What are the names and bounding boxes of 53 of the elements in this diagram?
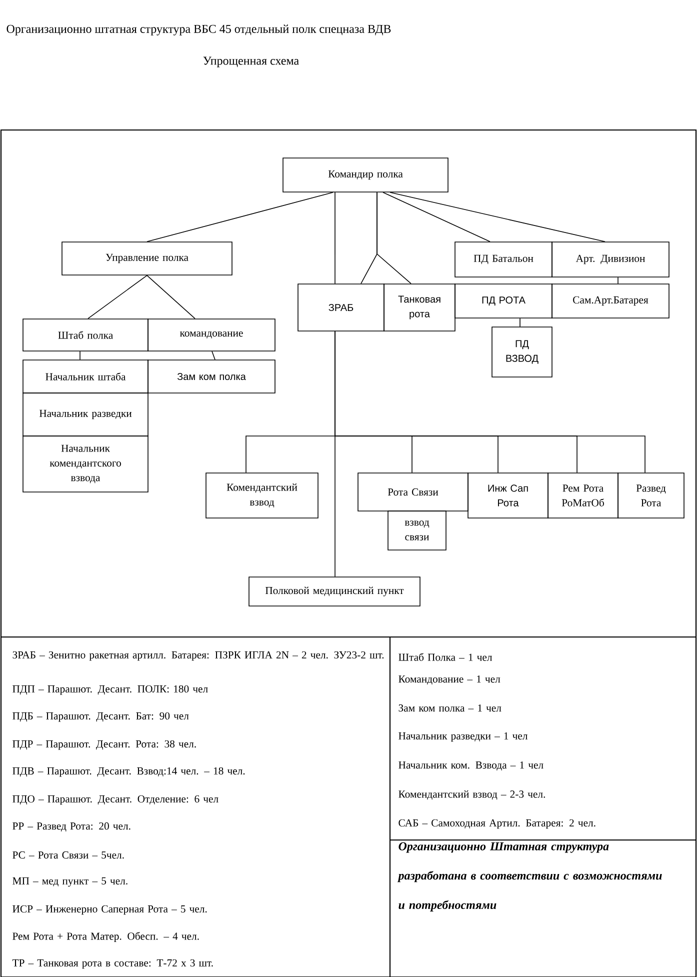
org-box: Развед Рота	[618, 472, 684, 518]
legend-note: Начальник ком. Взвода – 1 чел	[398, 761, 544, 771]
legend-note: ТР – Танковая рота в составе: Т-72 x 3 шт.	[12, 959, 213, 969]
legend-note: Командование – 1 чел	[398, 675, 500, 685]
org-box: Командир полка	[282, 158, 448, 192]
legend-note: ПДБ – Парашют. Десант. Бат: 90 чел	[12, 712, 189, 722]
connector-line	[146, 275, 196, 319]
legend-note: Штаб Полка – 1 чел	[398, 653, 492, 661]
org-box: Начальник разведки	[22, 392, 148, 436]
connector-line	[146, 192, 334, 242]
connector-line	[390, 192, 606, 242]
org-box: Рем Рота РоМатОб	[548, 472, 618, 518]
legend-note: МП – мед пункт – 5 чел.	[12, 877, 128, 887]
connector-line	[382, 192, 490, 242]
org-box: ЗРАБ	[298, 284, 384, 332]
org-box: Начальник комендантского взвода	[22, 436, 148, 492]
legend-note: ПДО – Парашют. Десант. Отделение: 6 чел	[12, 795, 218, 805]
legend-note: РС – Рота Связи – 5чел.	[12, 851, 124, 859]
connector-line	[334, 331, 336, 577]
title: Организационно штатная структура ВБС 45 отдельный полк спецназа ВДВ	[6, 24, 391, 36]
org-box: Полковой медицинский пункт	[248, 576, 420, 606]
org-box: взвод связи	[388, 510, 446, 550]
legend-note: ЗРАБ – Зенитно ракетная артилл. Батарея: ПЗРК ИГЛА 2N – 2 чел. ЗУ23-2 шт.	[12, 651, 384, 661]
legend-note: ПДР – Парашют. Десант. Рота: 38 чел.	[12, 740, 196, 750]
legend-note: САБ – Самоходная Артил. Батарея: 2 чел.	[398, 819, 596, 829]
org-box: Инж Сап Рота	[468, 472, 548, 518]
legend-note: Зам ком полка – 1 чел	[398, 704, 502, 712]
org-box: командование	[148, 318, 276, 352]
connector-line	[334, 192, 336, 284]
connector-line	[376, 192, 412, 284]
org-box: Рота Связи	[358, 472, 468, 512]
note: Организационно Штатная структура разработана в соответствии с возможностями и потребностями	[397, 842, 662, 912]
org-box: Управление полка	[62, 242, 232, 276]
org-box: Танковая рота	[384, 284, 456, 332]
legend-note: Комендантский взвод – 2-3 чел.	[398, 790, 545, 800]
org-box: ПД Батальон	[454, 242, 552, 278]
org-box: Штаб полка	[22, 318, 148, 352]
org-box: Комендантский взвод	[206, 472, 318, 518]
legend-note: ПДВ – Парашют. Десант. Взвод:14 чел. – 18 чел.	[12, 767, 245, 777]
subtitle: Упрощенная схема	[203, 56, 299, 68]
org-box: Зам ком полка	[148, 360, 276, 394]
org-box: Сам.Арт.Батарея	[552, 284, 670, 318]
connector-line	[212, 351, 216, 360]
connector-line	[88, 275, 148, 319]
legend-note: ПДП – Парашют. Десант. ПОЛК: 180 чел	[12, 685, 208, 695]
legend-note: Рем Рота + Рота Матер. Обесп. – 4 чел.	[12, 932, 199, 942]
legend-note: Начальник разведки – 1 чел	[398, 732, 528, 742]
org-box: ПД РОТА	[454, 284, 552, 318]
org-box: ПД ВЗВОД	[492, 326, 552, 378]
legend-note: РР – Развед Рота: 20 чел.	[12, 822, 130, 832]
org-box: Арт. Дивизион	[552, 242, 670, 278]
org-box: Начальник штаба	[22, 360, 148, 394]
legend-note: ИСР – Инженерно Саперная Рота – 5 чел.	[12, 905, 207, 915]
